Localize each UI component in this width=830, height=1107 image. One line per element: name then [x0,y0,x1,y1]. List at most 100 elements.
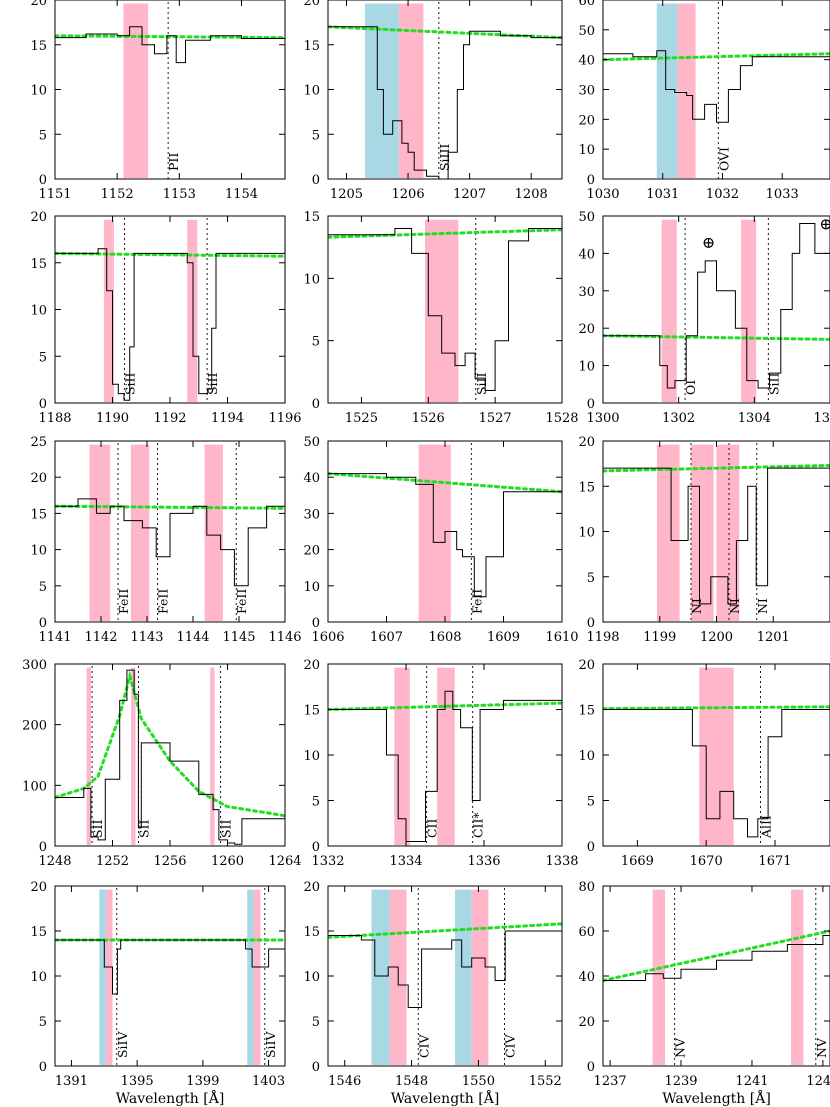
absorption-band-2 [437,667,455,845]
y-tick-label: 0 [312,616,320,631]
absorption-band-3 [247,889,254,1065]
ion-label: CII* [471,812,486,838]
x-tick-label: 1395 [121,1074,154,1089]
x-tick-label: 1338 [545,854,578,869]
x-tick-label: 1143 [130,630,163,645]
x-tick-label: 1205 [330,187,363,202]
spectrum-trace [55,248,285,401]
absorption-band-2 [741,219,757,402]
absorption-band-2 [398,3,424,178]
x-tick-label: 1142 [84,630,117,645]
ion-label: NI [689,598,704,614]
absorption-band-2 [690,444,714,621]
panel-frame [327,215,563,404]
y-tick-label: 20 [303,658,320,673]
y-tick-label: 0 [587,1060,595,1075]
y-tick-label: 300 [22,658,47,673]
continuum-fit [328,472,562,494]
ion-label: NI [727,598,742,614]
continuum-fit [603,705,830,711]
x-tick-label: 1201 [757,630,790,645]
absorption-band-1 [89,444,111,621]
x-tick-label: 1607 [370,630,403,645]
x-tick-label: 1526 [412,411,445,426]
ion-label: SiIII [437,144,452,171]
y-tick-label: 5 [587,795,595,810]
spectrum-trace [603,467,830,605]
continuum-fit [328,701,562,711]
spectrum-trace [603,931,830,981]
y-tick-label: 10 [303,580,320,595]
spectrum-trace [328,228,562,391]
spectrum-trace [328,922,562,1008]
ion-label: AlII [759,815,774,839]
y-tick-label: 10 [578,143,595,158]
y-tick-label: 0 [312,397,320,412]
x-tick-label: 1194 [211,411,244,426]
x-tick-label: 1256 [153,854,186,869]
y-tick-label: 20 [578,322,595,337]
ion-label: FeII [156,589,171,614]
absorption-band-1 [364,3,399,178]
panel-p15: NVNV1237123912411243020406080 [578,880,830,1089]
y-tick-label: 20 [303,880,320,895]
y-tick-label: 5 [312,128,320,143]
ion-label: PII [166,153,181,171]
ion-label: CIV [503,1033,518,1058]
x-tick-label: 1304 [738,411,771,426]
x-tick-label: 1151 [38,187,71,202]
x-tick-label: 1334 [389,854,422,869]
ion-label: SII [219,819,234,838]
y-tick-label: 20 [578,658,595,673]
x-tick-label: 1207 [453,187,486,202]
absorption-band-2 [187,219,198,402]
y-tick-label: 15 [303,925,320,940]
absorption-band-1 [661,219,677,402]
y-tick-label: 0 [312,173,320,188]
absorption-band-2 [130,444,150,621]
y-tick-label: 10 [303,272,320,287]
absorption-band-1 [99,889,106,1065]
x-tick-label: 1525 [345,411,378,426]
panel-frame [327,885,563,1067]
y-tick-label: 0 [39,840,47,855]
y-tick-label: 20 [303,544,320,559]
continuum-fit [603,334,830,341]
x-tick-label: 1188 [38,411,71,426]
ion-label: FeII [116,589,131,614]
y-tick-label: 0 [39,1060,47,1075]
y-tick-label: 20 [30,880,47,895]
y-tick-label: 0 [587,840,595,855]
continuum-fit [603,463,830,473]
ion-label: SiII [766,373,781,395]
x-tick-label: 1260 [211,854,244,869]
continuum-fit [55,34,285,40]
panel-frame [54,215,286,404]
x-tick-label: 1550 [462,1074,495,1089]
x-tick-label: 1192 [153,411,186,426]
y-tick-label: 5 [312,795,320,810]
y-tick-label: 5 [39,580,47,595]
x-tick-label: 1671 [758,854,791,869]
absorption-band-1 [652,889,666,1065]
x-tick-label: 1200 [700,630,733,645]
x-tick-label: 1670 [690,854,723,869]
y-tick-label: 25 [30,435,47,450]
y-tick-label: 20 [30,0,47,9]
earth-symbol: ⊕ [702,233,715,252]
spectrum-trace [55,669,285,845]
ion-label: OVI [716,147,731,171]
x-tick-label: 1609 [487,630,520,645]
continuum-fit [603,52,830,62]
y-tick-label: 15 [30,925,47,940]
x-tick-label: 1548 [395,1074,428,1089]
x-tick-label: 1237 [594,1074,627,1089]
absorption-band-2 [105,889,113,1065]
absorption-band-1 [424,219,459,402]
